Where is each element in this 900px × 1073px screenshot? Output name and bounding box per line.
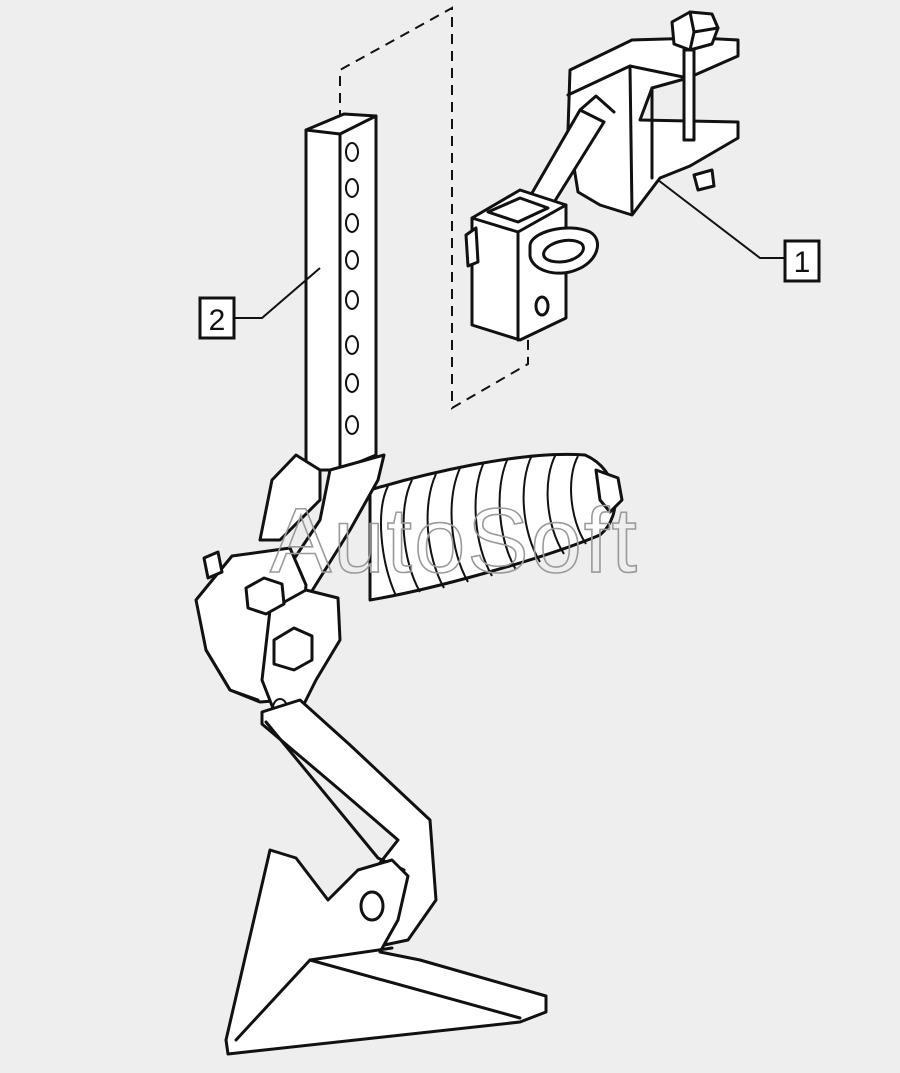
callout-1-label: 1 [794,246,811,279]
watermark: AutoSoft [270,490,639,592]
assembly-guide-line [339,6,529,410]
callout-2: 2 [198,296,236,340]
hex-nut-icon [244,576,286,616]
part-1-clamp-bracket [464,10,740,342]
part-2-tine-assembly [194,112,624,1056]
leader-line-2 [234,267,321,319]
coil-spring [368,452,624,602]
leader-line-1 [657,179,785,259]
lock-pin-ring-icon [528,226,600,275]
post-holes [345,142,359,435]
callout-2-label: 2 [209,304,226,337]
hex-nut-icon [272,626,314,672]
sweep-share [224,848,548,1056]
callout-1: 1 [783,239,821,283]
